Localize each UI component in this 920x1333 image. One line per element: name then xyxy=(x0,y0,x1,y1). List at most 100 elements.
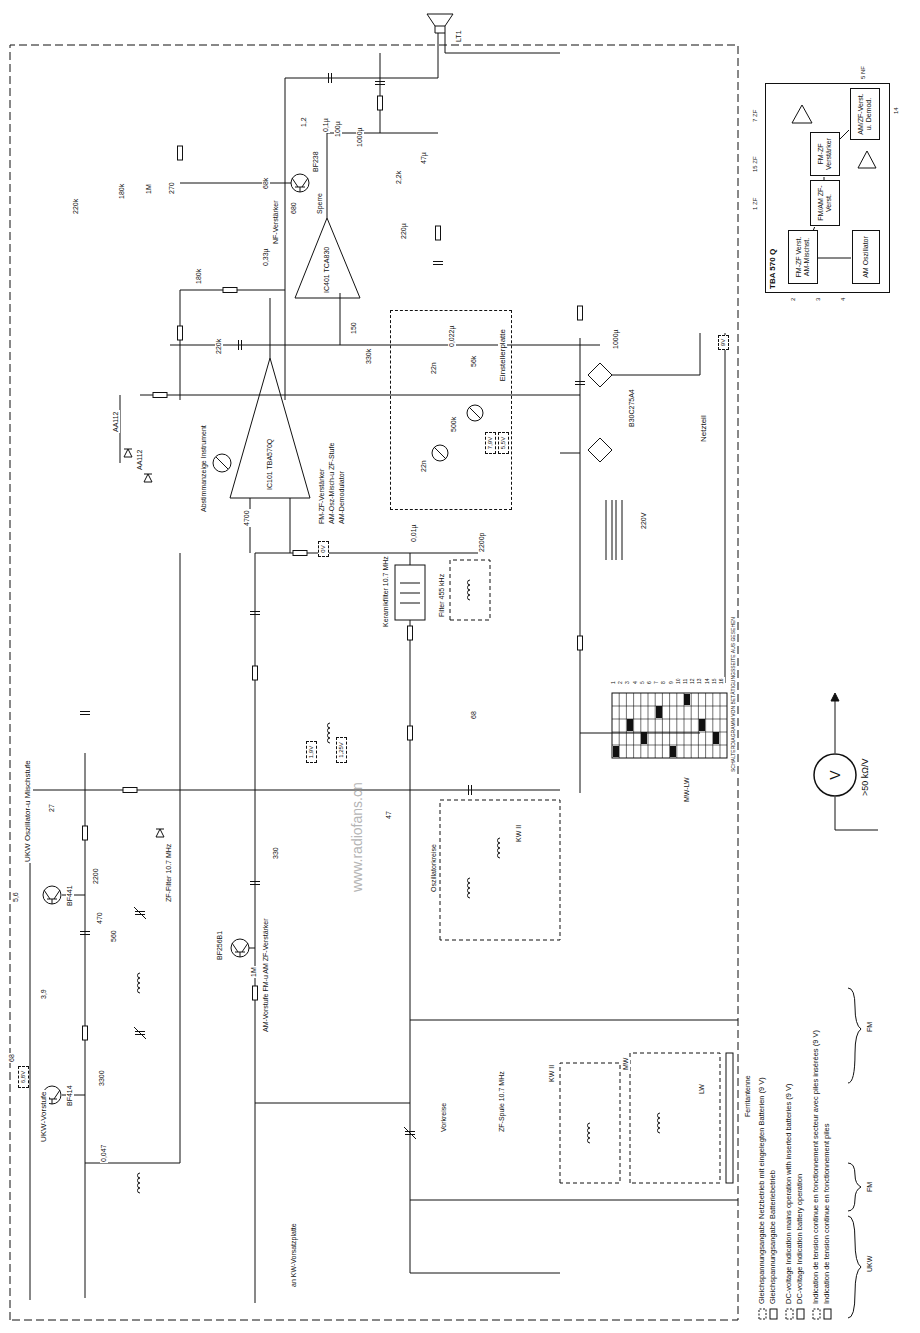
part-label: 3 xyxy=(625,680,631,685)
function-block: FM/AM ZF-Verst. xyxy=(810,180,840,226)
part-label: Ferritantenne xyxy=(744,1074,752,1118)
part-label: 10 xyxy=(676,677,682,685)
coil-group xyxy=(560,1063,620,1183)
legend-row: Indication de tension continue en foncti… xyxy=(812,1030,821,1320)
part-label: 220k xyxy=(215,338,223,355)
legend-sample xyxy=(758,1308,767,1320)
part-label: AM-Vorstufe FM-u AM ZF-Verstärker xyxy=(262,917,270,1033)
part-label: 1000µ xyxy=(356,126,364,148)
part-label: 3300 xyxy=(98,1069,106,1087)
part-label: 2200 xyxy=(92,867,100,885)
voltage-box: 1,9V xyxy=(306,741,317,763)
meter-symbol xyxy=(213,454,231,472)
part-label: 4700 xyxy=(243,509,251,527)
capacitor-symbol xyxy=(250,882,260,885)
resistor-symbol xyxy=(153,393,167,398)
part-label: IC401 TCA830 xyxy=(323,246,331,294)
part-label: Vorkreise xyxy=(440,1102,448,1133)
wire xyxy=(30,33,738,1303)
voltage-box: 1,25V xyxy=(336,737,347,763)
ic-block: TBA 570 QFM-ZF Verst. AM-Mischst.FM/AM Z… xyxy=(765,83,890,293)
legend-text: Gleichspannungsangabe Netzbetrieb mit ei… xyxy=(758,1077,766,1304)
resistor-symbol xyxy=(253,986,258,1000)
block-text: 7,9V xyxy=(487,437,494,449)
part-label: MW xyxy=(622,1057,630,1071)
part-label: 100µ xyxy=(334,120,342,138)
part-label: 330 xyxy=(272,846,280,860)
part-label: 16 xyxy=(719,677,725,685)
resistor-symbol xyxy=(436,226,441,240)
coil-symbol xyxy=(138,1173,141,1193)
capacitor-symbol xyxy=(80,932,90,935)
filter-can xyxy=(450,560,490,620)
part-label: 1 xyxy=(611,680,617,685)
part-label: 56k xyxy=(470,355,478,368)
part-label: Keramikfilter 10.7 MHz xyxy=(382,555,390,628)
part-label: KW II xyxy=(515,824,523,843)
legend-sample xyxy=(796,1308,805,1320)
legend-sample xyxy=(823,1308,832,1320)
resistor-symbol xyxy=(378,96,383,110)
function-block: FM-ZF Verstärker xyxy=(810,132,840,176)
part-label: AM-Demodulator xyxy=(338,470,346,525)
speaker-symbol xyxy=(427,14,453,33)
transistor-symbol xyxy=(231,939,249,957)
legend-text: DC-voltage Indication battery operation xyxy=(796,1174,804,1304)
part-label: Oszillatorkreise xyxy=(430,843,438,893)
part-label: 15 ZF xyxy=(752,155,759,173)
part-label: AA112 xyxy=(112,411,120,434)
part-label: B30C275A4 xyxy=(628,388,636,428)
part-label: BF441 xyxy=(66,884,74,907)
part-label: 470 xyxy=(96,911,104,925)
block-text: 5,5V xyxy=(500,437,507,449)
part-label: 2 xyxy=(790,297,797,302)
block-text: 0V xyxy=(320,545,327,552)
part-label: 5 xyxy=(640,680,646,685)
part-label: 220V xyxy=(640,512,648,530)
part-label: 330k xyxy=(365,348,373,365)
capacitor-symbol xyxy=(433,262,443,265)
legend-row: Indication de tension continue en foncti… xyxy=(823,1123,832,1320)
transformer xyxy=(606,500,622,560)
part-label: 11 xyxy=(683,678,689,685)
block-text: FM/AM ZF-Verst. xyxy=(817,184,833,222)
block-text: FM-ZF Verstärker xyxy=(817,136,833,172)
part-label: 5,6 xyxy=(12,891,20,903)
legend-sample xyxy=(812,1308,821,1320)
part-label: 180k xyxy=(118,183,126,200)
part-label: 1M xyxy=(145,183,153,195)
oscillator-coil-group xyxy=(440,800,560,940)
block-text: Einstellerplatte xyxy=(498,329,507,381)
voltage-box: 6,8V xyxy=(18,1066,29,1088)
legend-row: DC-voltage Indication battery operation xyxy=(796,1174,805,1320)
part-label: 47 xyxy=(385,810,393,820)
part-label: 14 xyxy=(705,677,711,685)
part-label: FM xyxy=(866,1021,874,1033)
part-label: 8 xyxy=(661,680,667,685)
legend-sample-box xyxy=(759,1309,766,1319)
legend-row: Gleichspannungsangabe Batteriebetrieb xyxy=(769,1170,778,1320)
part-label: ZF-Spule 10.7 MHz xyxy=(498,1070,506,1133)
block-text: 1,25V xyxy=(338,742,345,758)
part-label: 500k xyxy=(450,416,458,433)
ferrite-rod xyxy=(726,1053,733,1183)
part-label: AA112 xyxy=(136,449,144,472)
capacitor-symbol xyxy=(329,73,332,83)
trimmer-symbol xyxy=(134,1027,146,1039)
trimmer-symbol xyxy=(404,1127,416,1139)
part-label: 180k xyxy=(195,268,203,285)
resistor-symbol xyxy=(178,326,183,340)
resistor-symbol xyxy=(408,626,413,640)
part-label: AM-Osz-Misch-u ZF-Stufe xyxy=(328,442,336,525)
legend-text: Indication de tension continue en foncti… xyxy=(823,1123,831,1304)
part-label: 1,2 xyxy=(300,116,308,128)
coil-symbol xyxy=(468,878,471,898)
part-label: 560 xyxy=(110,929,118,943)
voltage-box: 0V xyxy=(318,541,329,557)
part-label: 2,2k xyxy=(395,170,403,185)
coil-symbol xyxy=(328,723,331,743)
part-label: 27 xyxy=(48,803,56,813)
resistor-symbol xyxy=(123,788,137,793)
